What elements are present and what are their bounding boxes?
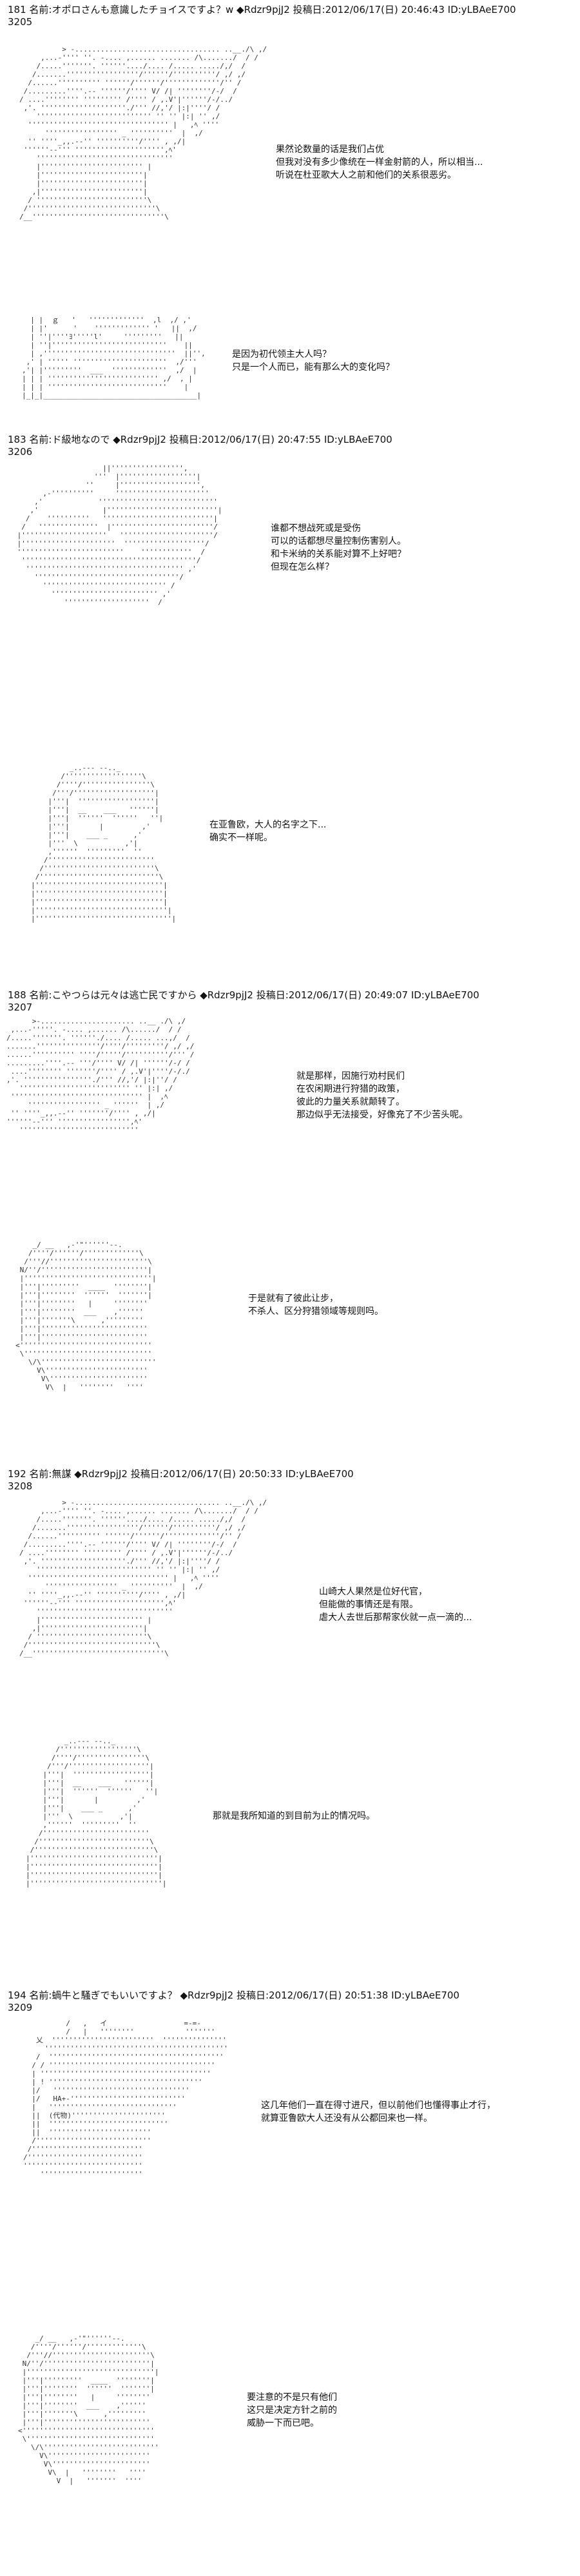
speech-text: 谁都不想战死或是受伤 可以的话都想尽量控制伤害别人。 和卡米纳的关系能对算不上好…	[271, 522, 406, 574]
speech-line: 就是那样，因施行劝村民们	[296, 1071, 405, 1081]
speech-line: 果然论数量的话是我们占优	[276, 144, 384, 155]
speech-line: 确实不一样呢。	[209, 833, 273, 843]
post-header: 181 名前:オポロさんも意識したチョイスですよ？w ◆Rdzr9pjJ2 投稿…	[8, 4, 516, 28]
speech-line: 要注意的不是只有他们	[247, 2392, 337, 2403]
ascii-art-character: ||''''''''''''''''', ''' |''''''''''''''…	[17, 464, 222, 606]
speech-text: 山崎大人果然是位好代官， 但能做的事情还是有限。 虐大人去世后那帮家伙就一点一滴…	[319, 1585, 472, 1624]
ascii-art-character: >-...................... ..__ ./\ ,/ ,..…	[6, 1017, 195, 1134]
speech-line: 在亚鲁欧，大人的名字之下...	[209, 820, 327, 830]
speech-line: 但能做的事情还是有限。	[319, 1600, 418, 1610]
speech-line: 在农闲期进行狩猎的政策，	[296, 1084, 405, 1094]
speech-line: 可以的话都想尽量控制伤害别人。	[271, 536, 406, 547]
ascii-art-character: / , イ =-=- / | '''''''' ''''''' 乂 ''''''…	[23, 2019, 228, 2178]
post-number: 3209	[8, 2002, 33, 2013]
post-header-text: 192 名前:無謀 ◆Rdzr9pjJ2 投稿日:2012/06/17(日) 2…	[8, 1468, 354, 1480]
post-number: 3208	[8, 1480, 33, 1492]
post-number: 3206	[8, 446, 33, 458]
speech-text: 果然论数量的话是我们占优 但我对没有多少像统在一样金射箭的人，所以相当... 听…	[276, 143, 483, 182]
speech-text: 要注意的不是只有他们 这只是决定方针之前的 威胁一下而已吧。	[247, 2391, 337, 2430]
ascii-art-character: _..-‐‐ ‐-.._ /''''''''''''''''''\ /''''/…	[26, 1737, 167, 1888]
speech-text: 就是那样，因施行劝村民们 在农闲期进行狩猎的政策， 彼此的力量关系就颠转了。 那…	[296, 1070, 468, 1121]
post-header-text: 188 名前:こやつらは元々は逃亡民ですから ◆Rdzr9pjJ2 投稿日:20…	[8, 989, 479, 1001]
ascii-art-character: > -.................................. ..…	[19, 45, 267, 221]
speech-text: 于是就有了彼此让步， 不杀人、区分狩猎领域等规则吗。	[248, 1292, 383, 1318]
speech-line: 虐大人去世后那帮家伙就一点一滴的...	[319, 1612, 472, 1623]
speech-text: 这几年他们一直在得寸进尺，但以前他们也懂得事止才行， 就算亚鲁欧大人还没有从公都…	[261, 2099, 496, 2125]
speech-text: 那就是我所知道的到目前为止的情况吗。	[213, 1810, 375, 1823]
speech-line: 威胁一下而已吧。	[247, 2418, 319, 2428]
speech-line: 就算亚鲁欧大人还没有从公都回来也一样。	[261, 2113, 432, 2124]
speech-line: 听说在杜亚歌大人之前和他们的关系很恶劣。	[276, 170, 456, 180]
speech-line: 这只是决定方针之前的	[247, 2405, 337, 2416]
speech-line: 那边似乎无法接受，好像充了不少苦头呢。	[296, 1110, 468, 1120]
post-header-text: 194 名前:蝸牛と騒ぎでもいいですよ？ ◆Rdzr9pjJ2 投稿日:2012…	[8, 1990, 459, 2001]
speech-line: 彼此的力量关系就颠转了。	[296, 1097, 405, 1107]
speech-line: 山崎大人果然是位好代官，	[319, 1587, 427, 1597]
ascii-art-character: _/ __ ,-'"''''''‐-. /''''/''''''/'''''''…	[15, 1241, 157, 1391]
speech-line: 这几年他们一直在得寸进尺，但以前他们也懂得事止才行，	[261, 2100, 496, 2111]
speech-line: 于是就有了彼此让步，	[248, 1293, 338, 1304]
speech-line: 谁都不想战死或是受伤	[271, 523, 361, 534]
speech-line: 不杀人、区分狩猎领域等规则吗。	[248, 1306, 383, 1317]
speech-line: 但现在怎么样？	[271, 562, 334, 572]
ascii-art-character: | | ｇ ' ''''''''''''' ,l ,/ ,' | |' ' ''…	[22, 316, 206, 400]
speech-text: 在亚鲁欧，大人的名字之下... 确实不一样呢。	[209, 818, 326, 844]
post-number: 3207	[8, 1002, 33, 1013]
post-header-text: 183 名前:ド級地なので ◆Rdzr9pjJ2 投稿日:2012/06/17(…	[8, 434, 392, 445]
speech-line: 和卡米纳的关系能对算不上好吧？	[271, 549, 406, 559]
speech-line: 是因为初代领主大人吗？	[232, 349, 331, 360]
ascii-art-character: _..-‐‐ ‐-.._ /''''''''''''''''''\ /''''/…	[31, 764, 177, 923]
post-header-text: 181 名前:オポロさんも意識したチョイスですよ？w ◆Rdzr9pjJ2 投稿…	[8, 4, 516, 15]
speech-text: 是因为初代领主大人吗？ 只是一个人而已，能有那么大的变化吗？	[232, 348, 394, 374]
speech-line: 但我对没有多少像统在一样金射箭的人，所以相当...	[276, 157, 483, 168]
ascii-art-character: _/ __ ,-'"''''''‐-. /''''/''''''/'''''''…	[18, 2334, 159, 2485]
post-header: 188 名前:こやつらは元々は逃亡民ですから ◆Rdzr9pjJ2 投稿日:20…	[8, 989, 479, 1014]
speech-line: 只是一个人而已，能有那么大的变化吗？	[232, 362, 394, 373]
post-header: 192 名前:無謀 ◆Rdzr9pjJ2 投稿日:2012/06/17(日) 2…	[8, 1468, 354, 1493]
post-header: 183 名前:ド級地なので ◆Rdzr9pjJ2 投稿日:2012/06/17(…	[8, 434, 392, 458]
post-header: 194 名前:蝸牛と騒ぎでもいいですよ？ ◆Rdzr9pjJ2 投稿日:2012…	[8, 1990, 459, 2014]
speech-line: 那就是我所知道的到目前为止的情况吗。	[213, 1811, 375, 1821]
ascii-art-character: > -.................................. ..…	[19, 1498, 267, 1658]
post-number: 3205	[8, 16, 33, 28]
